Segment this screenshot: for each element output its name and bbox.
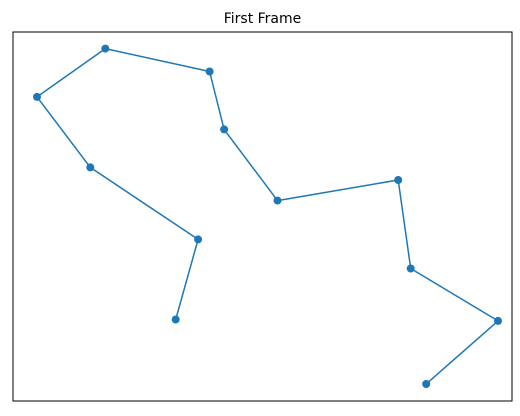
plot-frame xyxy=(12,31,513,402)
data-point-8 xyxy=(273,196,282,205)
data-point-9 xyxy=(394,176,403,184)
data-point-7 xyxy=(220,125,229,134)
data-point-6 xyxy=(205,67,214,76)
series-line xyxy=(36,47,499,385)
data-point-12 xyxy=(422,380,431,388)
data-point-11 xyxy=(494,316,502,325)
data-point-4 xyxy=(33,92,41,101)
data-point-5 xyxy=(101,44,110,53)
series-markers xyxy=(33,44,502,388)
data-point-10 xyxy=(406,264,415,273)
data-point-2 xyxy=(194,235,203,244)
chart-title: First Frame xyxy=(224,11,302,27)
data-point-3 xyxy=(86,163,95,172)
data-point-1 xyxy=(171,315,180,324)
